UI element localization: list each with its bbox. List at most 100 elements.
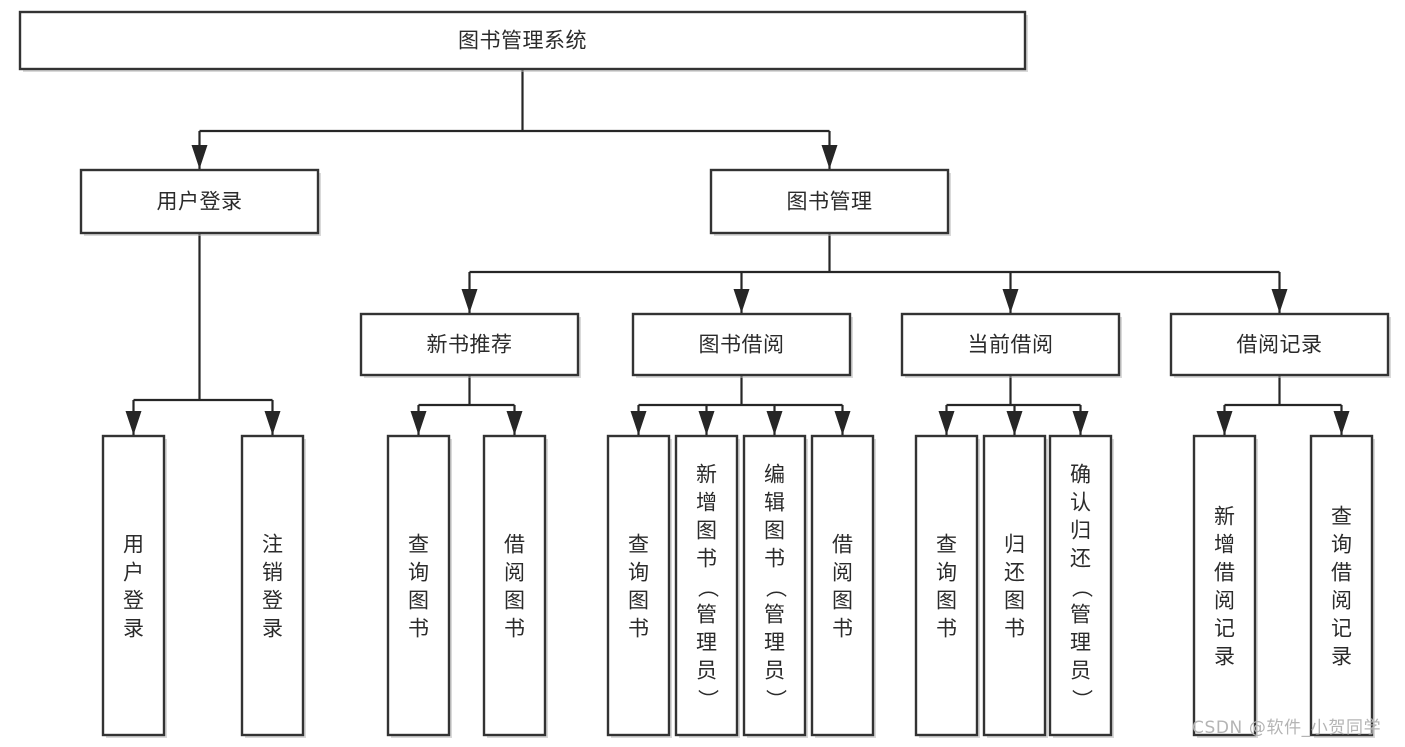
node-label-char: 书 [408,616,429,640]
node-label-char: 查 [628,532,649,556]
node-label-char: 新 [1214,504,1235,528]
arrow-head-icon [766,411,783,435]
node-box[interactable] [982,434,1047,737]
node-label-char: 图 [1004,588,1025,612]
node-label-char: ） [696,689,720,710]
node-box[interactable] [1169,312,1390,377]
node-label-char: 户 [123,560,144,584]
node-label-char: 图 [696,518,717,542]
node-label-char: 书 [628,616,649,640]
arrow-head-icon [191,145,208,169]
node-label-char: 查 [408,532,429,556]
node-box[interactable] [709,168,950,235]
arrow-head-icon [733,289,750,313]
node-box[interactable] [240,434,305,737]
node-label-char: 借 [832,532,853,556]
node-label-char: 查 [1331,504,1352,528]
node-label-char: 登 [262,588,283,612]
node-box[interactable] [674,434,739,737]
node-root[interactable]: 图书管理系统 [18,10,1028,72]
node-label-char: 书 [936,616,957,640]
node-box[interactable] [810,434,875,737]
node-label-char: 书 [832,616,853,640]
node-box[interactable] [1048,434,1113,737]
node-borrow-record[interactable]: 借阅记录 [1169,312,1391,378]
node-current-borrow[interactable]: 当前借阅 [900,312,1122,378]
node-label-char: 归 [1070,518,1091,542]
node-box[interactable] [79,168,320,235]
node-label-char: （ [1070,577,1094,598]
node-label-char: 编 [764,462,785,486]
node-box[interactable] [1192,434,1257,737]
node-label: 新书推荐 [427,333,513,357]
node-box[interactable] [914,434,979,737]
node-box[interactable] [606,434,671,737]
node-label: 图书借阅 [699,333,785,357]
node-box[interactable] [631,312,852,377]
node-label-char: 询 [408,560,429,584]
arrow-head-icon [1006,411,1023,435]
node-label-char: 认 [1070,490,1091,514]
node-label-char: 书 [764,546,785,570]
node-label-char: （ [696,577,720,598]
node-label-char: 辑 [764,490,785,514]
node-box[interactable] [482,434,547,737]
arrow-head-icon [698,411,715,435]
node-label-char: 图 [504,588,525,612]
node-label-char: 确 [1070,462,1091,486]
node-label-char: 员 [1070,658,1091,682]
node-label-char: 理 [764,630,785,654]
node-label-char: 录 [123,616,144,640]
node-book-manage[interactable]: 图书管理 [709,168,951,236]
node-box[interactable] [359,312,580,377]
node-label-char: 录 [1331,644,1352,668]
node-user-login[interactable]: 用户登录 [79,168,321,236]
node-label-char: （ [764,577,788,598]
arrow-head-icon [834,411,851,435]
node-label-char: 录 [262,616,283,640]
node-box[interactable] [742,434,807,737]
node-box[interactable] [101,434,166,737]
node-label: 当前借阅 [968,333,1054,357]
node-label: 用户登录 [157,190,243,214]
node-label: 借阅记录 [1237,333,1323,357]
node-label-char: 理 [1070,630,1091,654]
node-label-char: 询 [936,560,957,584]
node-label-char: 增 [696,490,717,514]
node-label-char: 借 [1331,560,1352,584]
node-box[interactable] [386,434,451,737]
node-label-char: 图 [764,518,785,542]
node-label: 图书管理 [787,190,873,214]
node-label-char: 还 [1004,560,1025,584]
node-label-char: 询 [628,560,649,584]
node-leaf-user-login[interactable]: 用户登录 [101,434,167,738]
node-new-book-recommend[interactable]: 新书推荐 [359,312,581,378]
node-label-char: 图 [628,588,649,612]
node-label-char: 查 [936,532,957,556]
node-label-char: 图 [936,588,957,612]
node-label-char: 理 [696,630,717,654]
node-box[interactable] [18,10,1027,71]
node-label-char: 记 [1214,616,1235,640]
node-box[interactable] [1309,434,1374,737]
nodes-layer: 图书管理系统用户登录图书管理新书推荐图书借阅当前借阅借阅记录用户登录注销登录查询… [18,10,1391,738]
node-label-char: 录 [1214,644,1235,668]
node-label-char: 登 [123,588,144,612]
node-label-char: 增 [1214,532,1235,556]
node-label-char: 销 [262,560,283,584]
node-book-borrow[interactable]: 图书借阅 [631,312,853,378]
node-box[interactable] [900,312,1121,377]
